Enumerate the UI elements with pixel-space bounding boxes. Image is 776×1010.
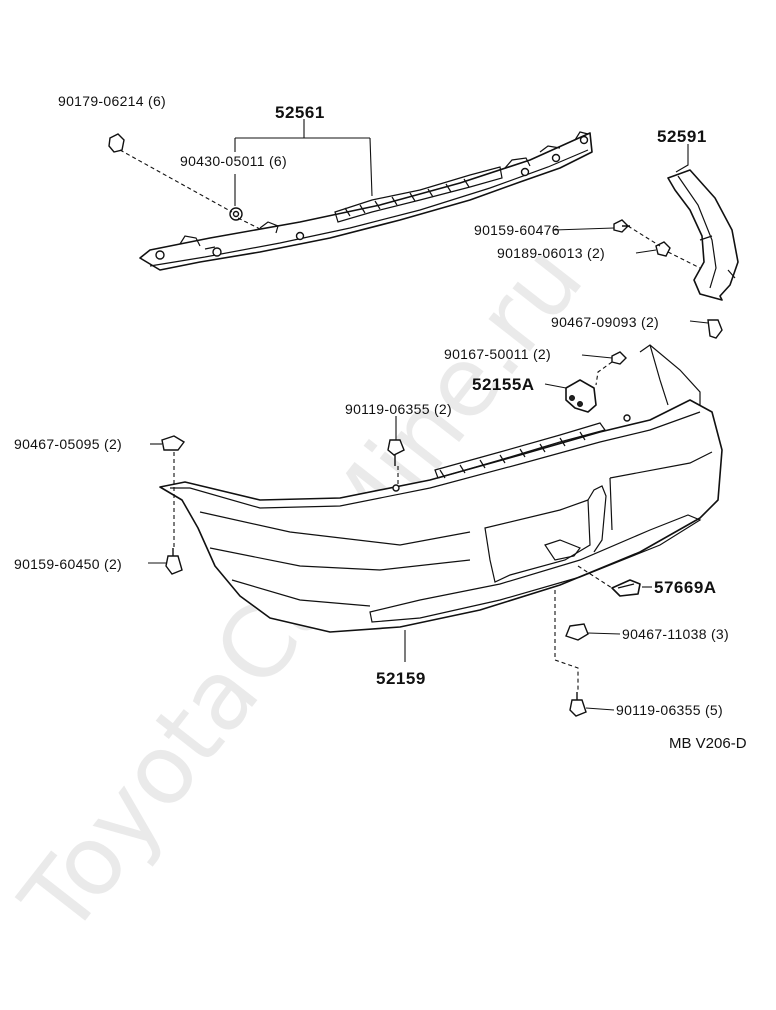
bumper-stay-drawing: [565, 379, 597, 413]
label-bumper-stay: 52155A: [472, 375, 535, 394]
label-screw-top: 90119-06355 (2): [345, 401, 452, 417]
labels: 90179-06214 (6) 52561 90430-05011 (6) 52…: [14, 93, 747, 752]
label-bolt-stay: 90167-50011 (2): [444, 346, 551, 362]
label-screw-lower: 90119-06355 (5): [616, 702, 723, 718]
hardware-parts: [108, 133, 723, 717]
label-nut-retainer: 90189-06013 (2): [497, 245, 605, 261]
rear-bumper-cover-drawing: [159, 344, 723, 633]
label-bracket: 57669A: [654, 578, 717, 597]
label-rear-bumper-cover: 52159: [376, 669, 426, 688]
label-bolt-retainer: 90159-60476: [474, 222, 560, 238]
label-nut-top: 90179-06214 (6): [58, 93, 166, 109]
label-nut-reinf: 90430-05011 (6): [180, 153, 287, 169]
leader-lines: [148, 119, 709, 711]
assembly-lines: [119, 149, 701, 690]
bracket-drawing: [611, 579, 641, 597]
side-retainer-drawing: [667, 169, 739, 301]
label-clip-left: 90467-05095 (2): [14, 436, 122, 452]
label-side-retainer: 52591: [657, 127, 707, 146]
diagram-code: MB V206-D: [669, 735, 747, 752]
label-clip-retainer: 90467-09093 (2): [551, 314, 659, 330]
label-clip-lower: 90467-11038 (3): [622, 626, 729, 642]
label-bolt-left: 90159-60450 (2): [14, 556, 122, 572]
bumper-reinforcement-drawing: [139, 131, 593, 271]
label-bumper-reinforcement: 52561: [275, 103, 325, 122]
